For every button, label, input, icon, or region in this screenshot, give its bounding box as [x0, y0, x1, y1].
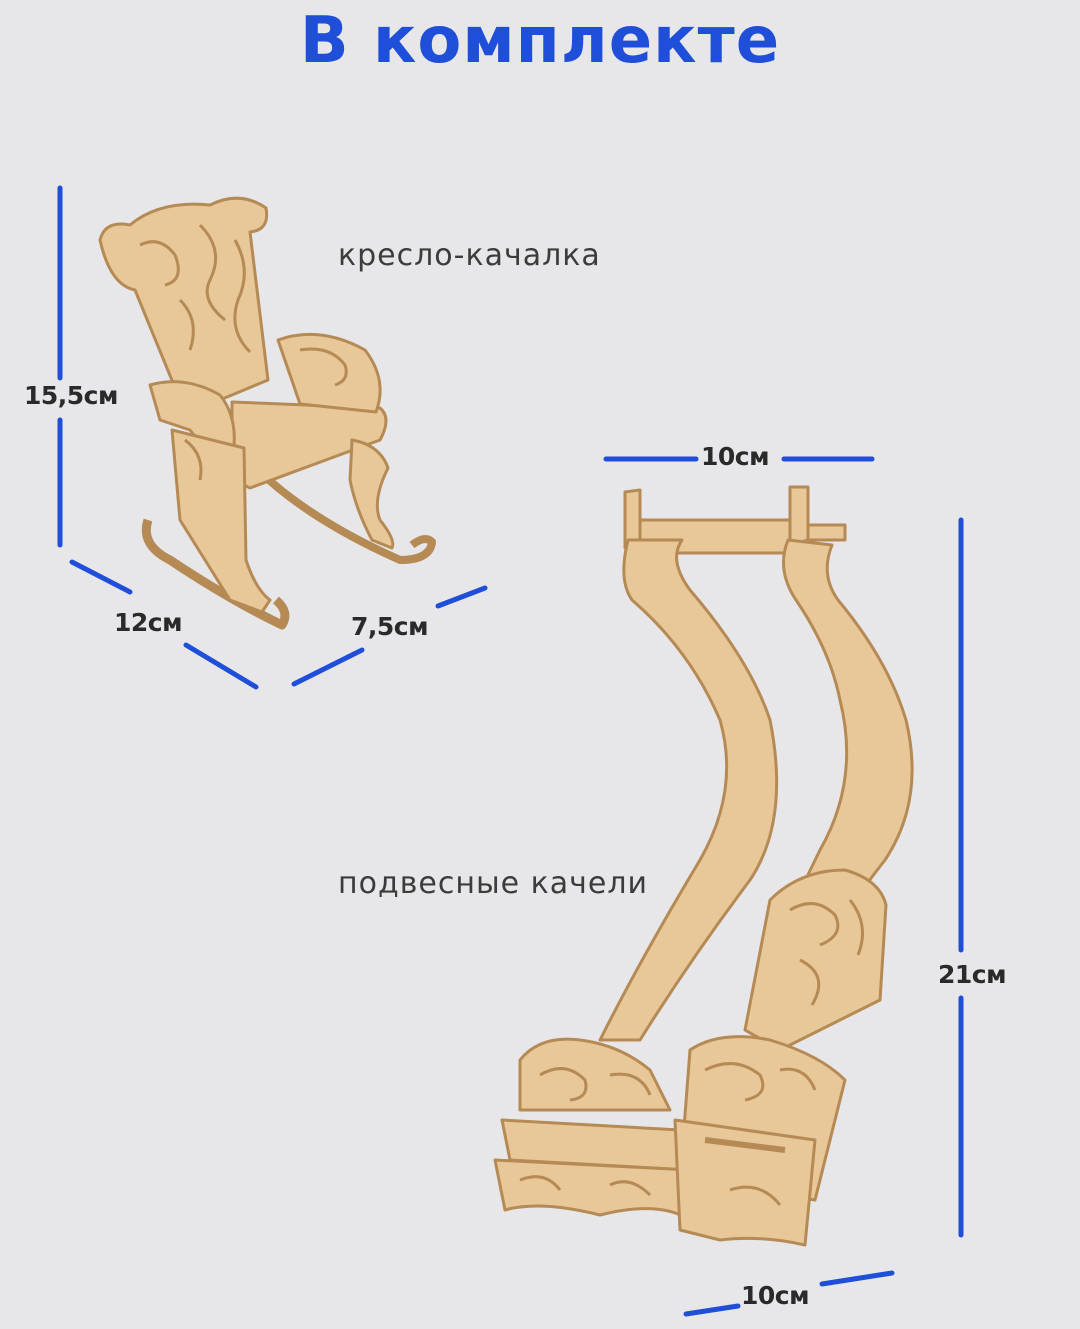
swing-front-leg [673, 1118, 817, 1247]
swing-seat-left [518, 1037, 672, 1112]
swing-ornament [519, 899, 864, 1206]
chair-width-line-upper [435, 585, 488, 609]
chair-depth-line-lower [183, 642, 259, 690]
swing-height-value: 21см [938, 960, 1007, 989]
chair-depth-line-upper [69, 559, 133, 595]
chair-ornament [139, 223, 348, 481]
hanging-swing-image [493, 485, 914, 1247]
hanging-swing-label: подвесные качели [338, 866, 648, 901]
rocking-chair-label: кресло-качалка [338, 238, 601, 273]
chair-armrest-right [276, 332, 382, 414]
swing-bottom-line-left [683, 1303, 741, 1317]
chair-backrest [98, 196, 270, 404]
swing-bolt [806, 523, 847, 542]
swing-bottom-line-right [819, 1270, 895, 1287]
chair-leg-back [348, 438, 395, 550]
chair-depth-value: 12см [114, 608, 183, 637]
chair-rocker-back [255, 467, 436, 564]
page-title: В комплекте [299, 4, 781, 78]
chair-width-value: 7,5см [351, 612, 429, 641]
swing-post-right [788, 485, 810, 547]
rocking-chair-image [98, 196, 436, 630]
chair-height-value: 15,5см [24, 381, 118, 410]
swing-top-width-value: 10см [701, 442, 770, 471]
chair-width-line-lower [291, 647, 365, 687]
swing-backrest [743, 868, 888, 1052]
swing-front-skirt [493, 1158, 692, 1222]
swing-bottom-width-value: 10см [741, 1281, 810, 1310]
swing-seat-slot [704, 1137, 786, 1153]
swing-arm-left [598, 538, 779, 1042]
chair-leg-front [170, 428, 272, 614]
